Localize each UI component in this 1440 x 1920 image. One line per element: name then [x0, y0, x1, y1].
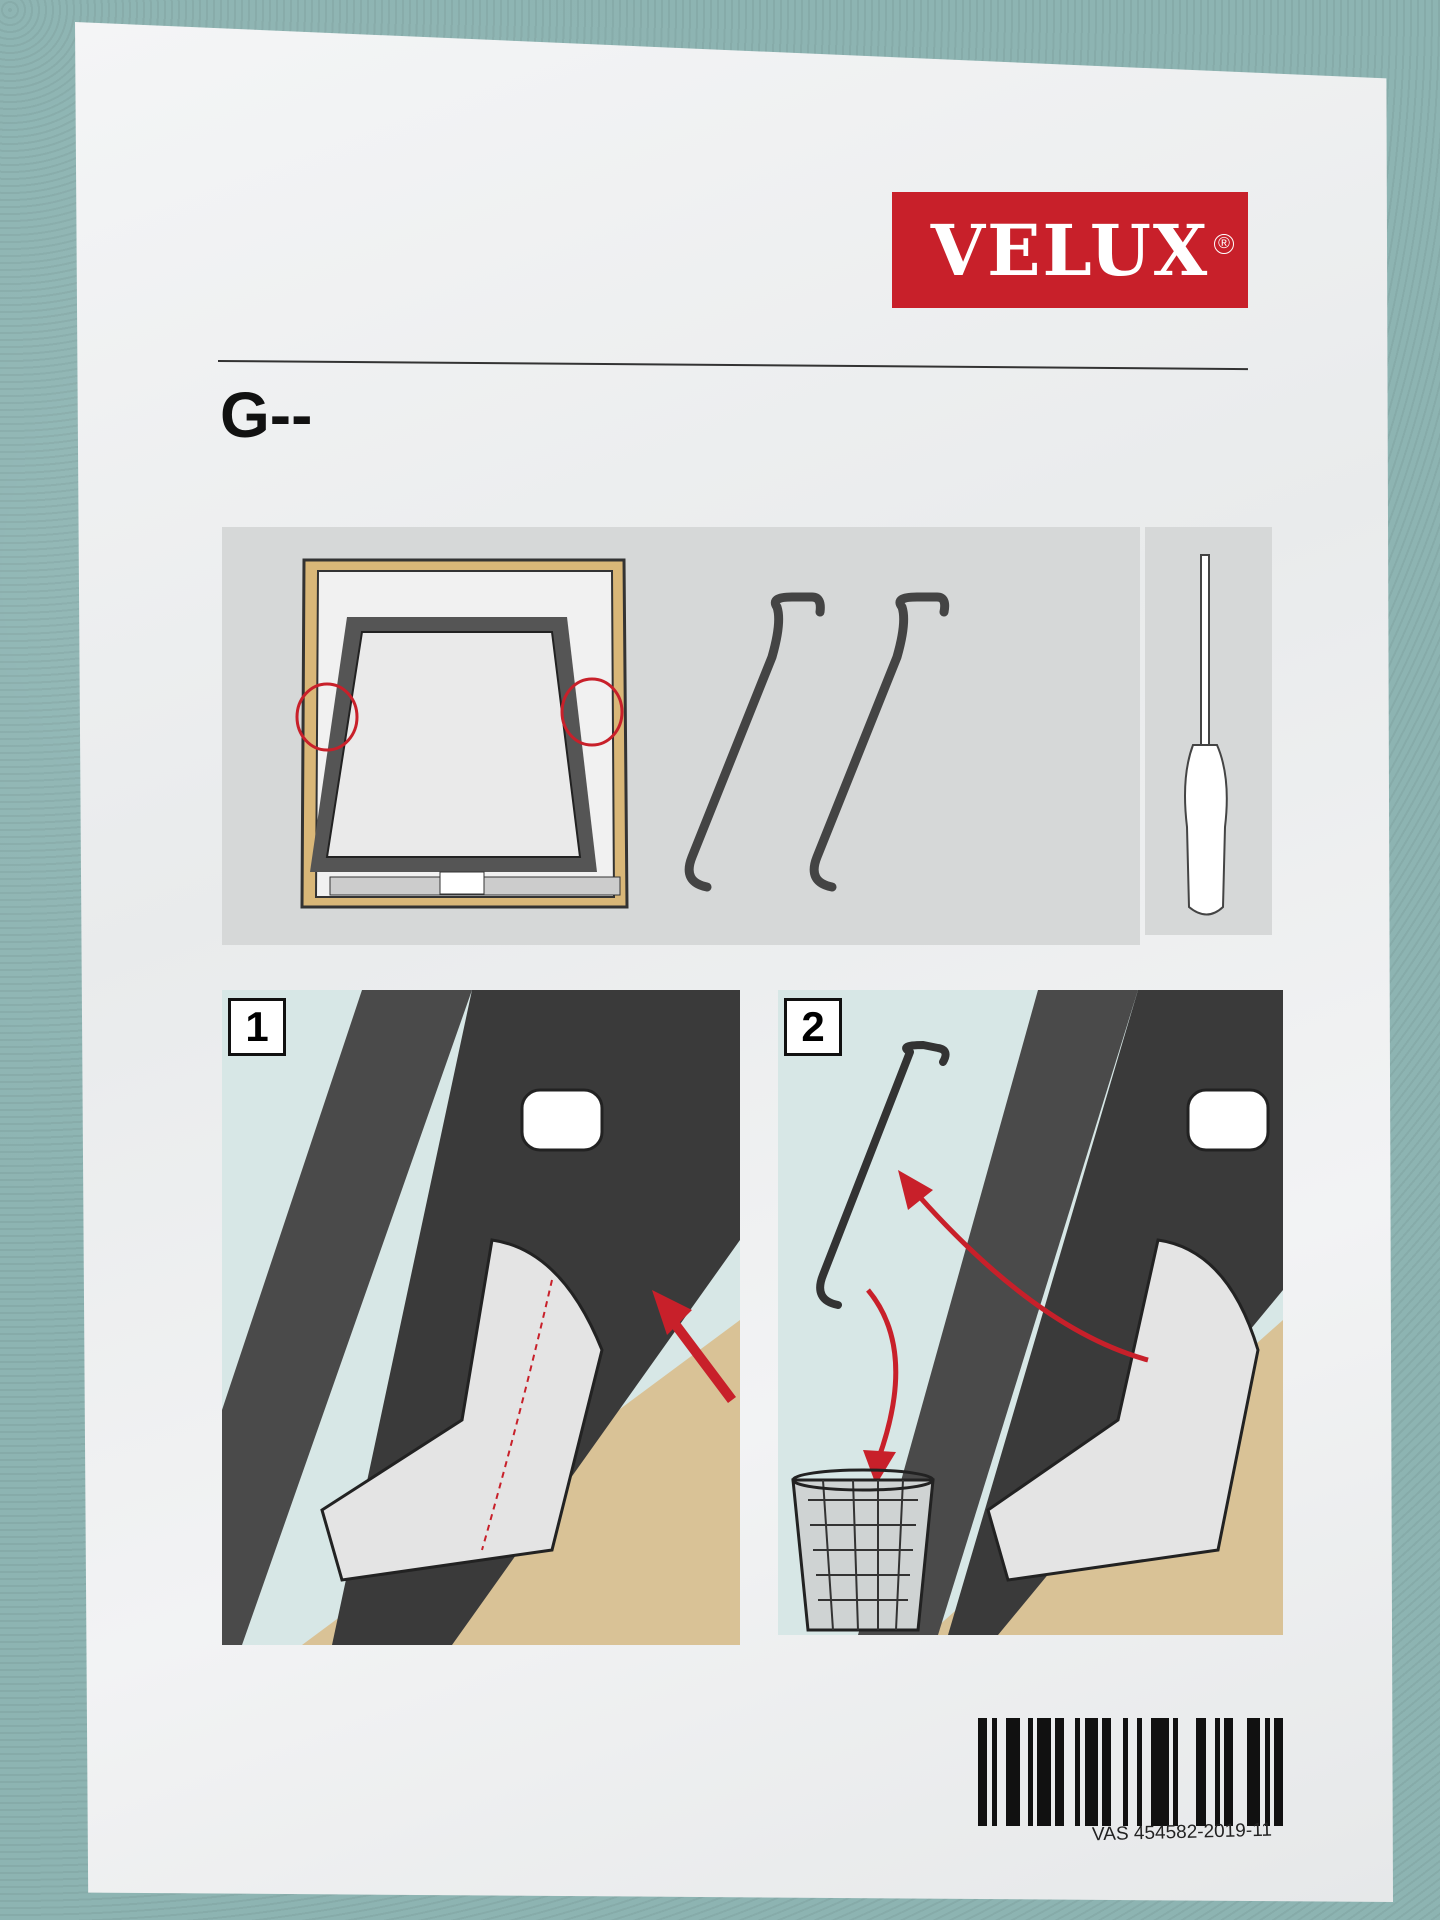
window-and-brackets-illustration	[295, 558, 950, 909]
bracket-icons	[684, 592, 950, 892]
hinge-highlight-right	[560, 677, 624, 747]
screwdriver-icon	[1184, 554, 1228, 916]
waste-basket-icon	[791, 1468, 935, 1632]
step-number: 2	[784, 998, 842, 1056]
step-number: 1	[228, 998, 286, 1056]
velux-logo: VELUX ®	[892, 192, 1248, 308]
barcode	[978, 1718, 1290, 1826]
step-1-illustration	[222, 990, 740, 1645]
remove-arrow	[916, 1193, 1149, 1363]
tool-panel	[1145, 527, 1272, 935]
model-code: G--	[220, 379, 313, 451]
hinge-highlight-left	[295, 682, 359, 752]
step-2-illustration	[791, 990, 1283, 1635]
roof-window-icon	[300, 558, 629, 909]
barcode-text: VAS 454582-2019-11	[1091, 1819, 1273, 1846]
push-arrow	[668, 1317, 736, 1403]
brand-name: VELUX	[930, 208, 1210, 292]
step-1-panel: 1	[222, 990, 740, 1645]
step-2-panel: 2	[778, 990, 1283, 1635]
bracket-icon	[816, 1040, 950, 1309]
registered-mark: ®	[1214, 234, 1234, 254]
discard-arrow	[866, 1288, 899, 1461]
overview-panel	[222, 527, 1140, 945]
